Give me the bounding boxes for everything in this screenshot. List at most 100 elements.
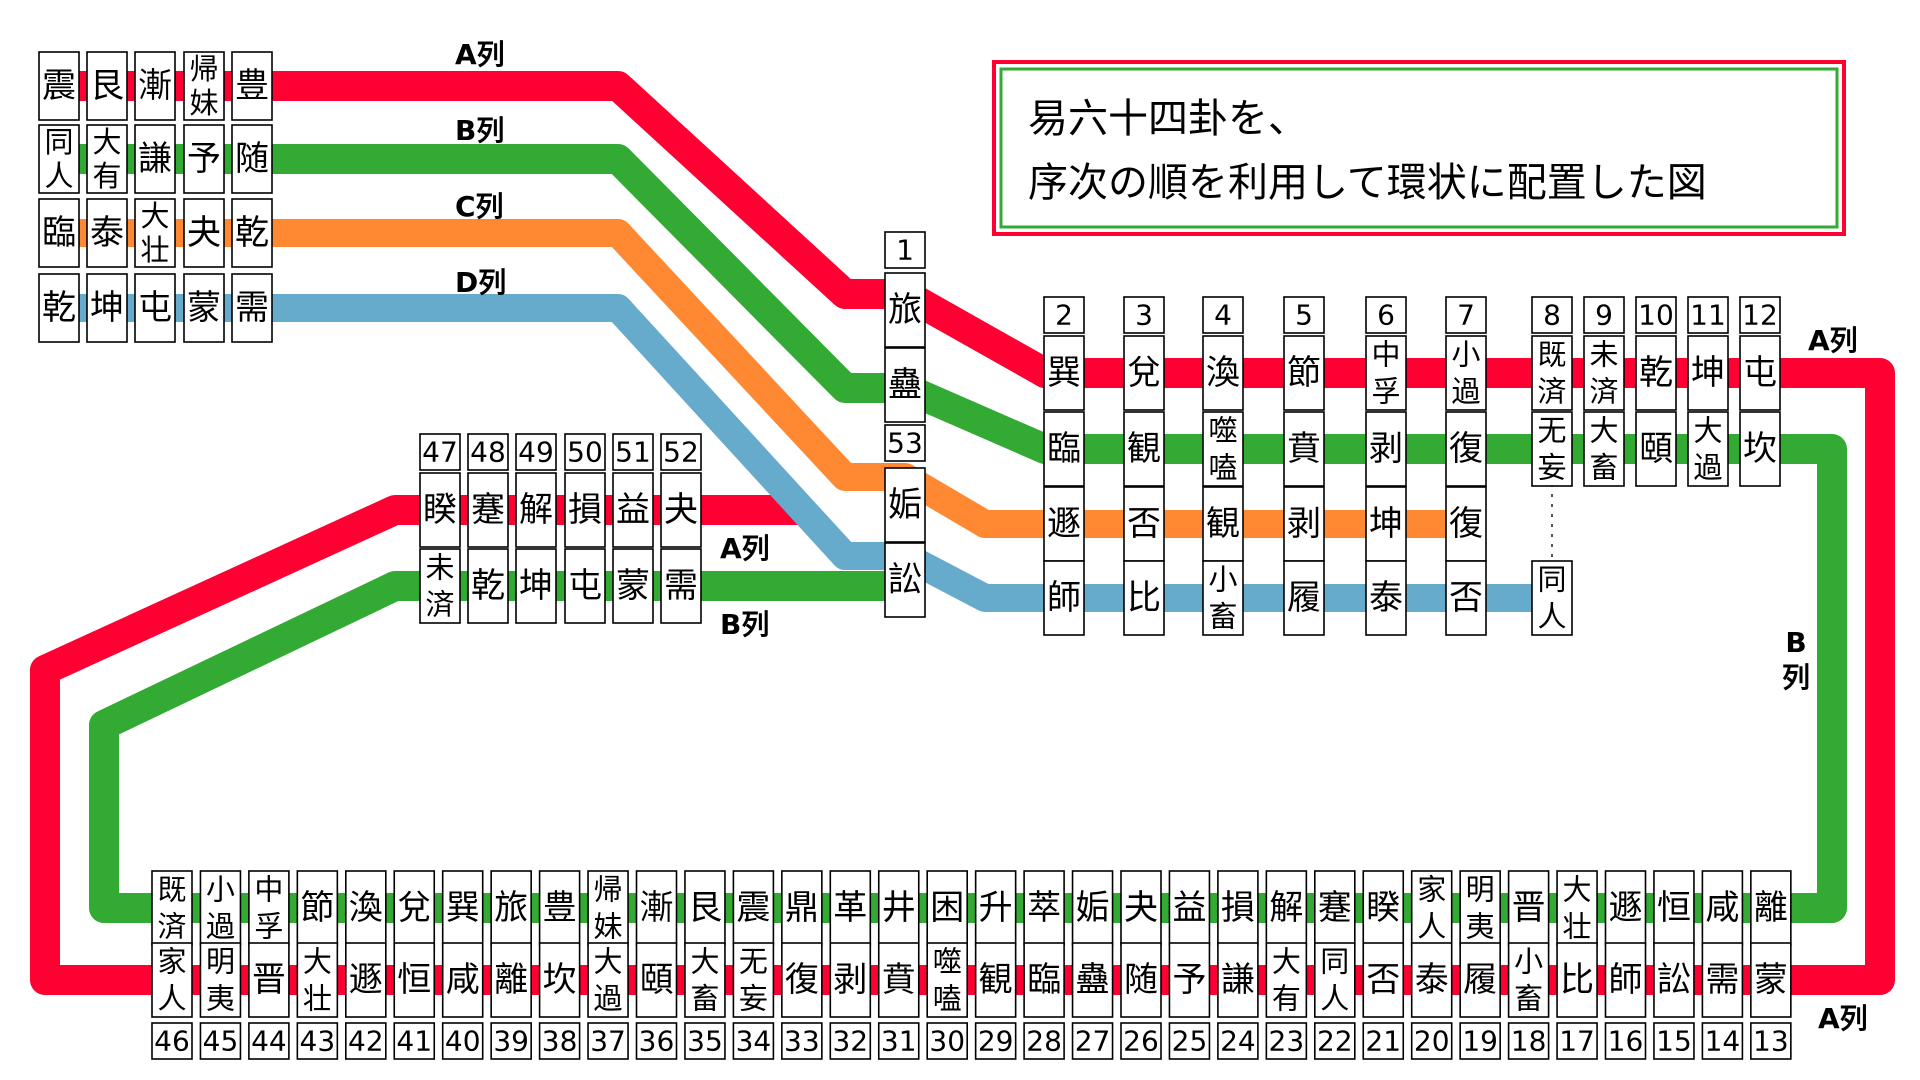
bottom-cell-b xyxy=(1314,870,1356,946)
bottom-cell-a-label: 否 xyxy=(1366,960,1400,1000)
bottom-cell-a xyxy=(344,942,387,1018)
bottom-number-box-label: 23 xyxy=(1269,1025,1305,1058)
top-number-box-label: 7 xyxy=(1457,299,1475,332)
title-line-1: 易六十四卦を、 xyxy=(1028,96,1308,142)
bottom-number-box-label: 24 xyxy=(1220,1025,1256,1058)
bottom-cell-b-label: 漸 xyxy=(640,888,674,928)
bottom-cell-a xyxy=(1217,942,1259,1018)
legend-cell xyxy=(134,124,176,194)
bottom-cell-a xyxy=(1556,942,1598,1018)
mid-cell-a xyxy=(612,472,654,548)
top-cell-d-label: 師 xyxy=(1047,578,1081,618)
legend-cell xyxy=(86,198,128,268)
bottom-cell-a-label: 蠱 xyxy=(1076,960,1110,1000)
top-cell-a xyxy=(1635,335,1677,411)
bottom-number-box-label: 30 xyxy=(929,1025,965,1058)
bottom-number-box xyxy=(1314,1022,1356,1060)
legend-cell xyxy=(38,124,80,194)
bottom-number-box-label: 33 xyxy=(784,1025,820,1058)
mid-cell-b xyxy=(467,548,509,624)
bottom-cell-a xyxy=(151,942,193,1018)
bottom-cell-a xyxy=(635,942,678,1018)
bottom-cell-a xyxy=(1023,942,1065,1018)
top-cell-a xyxy=(1043,335,1085,411)
top-cell-d xyxy=(1123,560,1165,636)
bottom-cell-b-label: 豊 xyxy=(543,888,577,928)
bottom-cell-b xyxy=(1410,870,1453,946)
bottom-cell-a-label: 咸 xyxy=(446,960,480,1000)
legend-cell xyxy=(86,273,128,343)
top-number-box xyxy=(1123,296,1165,334)
top-cell-a-label: 兌 xyxy=(1127,353,1161,393)
top-cell-b xyxy=(1445,411,1487,487)
top-number-box-label: 2 xyxy=(1055,299,1073,332)
legend-cell-label: 大壮 xyxy=(140,199,169,267)
mid-number-box-label: 48 xyxy=(470,436,506,469)
top-number-box xyxy=(1687,296,1729,334)
title-frame-outer xyxy=(992,60,1846,236)
bottom-number-box xyxy=(1168,1022,1211,1060)
mid-number-box xyxy=(660,433,702,471)
legend-cell-label: 豊 xyxy=(235,66,269,106)
bottom-number-box xyxy=(1120,1022,1162,1060)
top-cell-b xyxy=(1365,411,1407,487)
legend-cell xyxy=(86,124,128,194)
bottom-cell-a-label: 離 xyxy=(494,960,528,1000)
legend-cell-label: 泰 xyxy=(90,213,124,253)
legend-cell-label: 坤 xyxy=(90,288,124,328)
bottom-number-box xyxy=(1410,1022,1453,1060)
legend-cell-label: 帰妹 xyxy=(189,52,218,120)
mid-cell-b xyxy=(564,548,606,624)
bottom-cell-a-label: 賁 xyxy=(882,960,916,1000)
top-number-box xyxy=(1583,296,1625,334)
legend-cell xyxy=(183,198,225,268)
bottom-number-box xyxy=(926,1022,969,1060)
top-number-box xyxy=(1531,296,1573,334)
bottom-number-box xyxy=(1459,1022,1501,1060)
bottom-cell-b xyxy=(1459,870,1501,946)
legend-cell xyxy=(183,51,225,121)
bottom-number-box-label: 41 xyxy=(396,1025,432,1058)
bottom-cell-b-label: 睽 xyxy=(1366,888,1400,928)
top-cell-b-label: 剥 xyxy=(1369,429,1403,469)
bottom-cell-b-label: 困 xyxy=(930,888,964,928)
bottom-cell-a xyxy=(974,942,1017,1018)
legend-cell xyxy=(183,124,225,194)
mid-cell-b xyxy=(419,548,461,624)
legend-cell xyxy=(38,198,80,268)
bottom-cell-a-label: 家人 xyxy=(157,945,186,1016)
bottom-cell-b xyxy=(635,870,678,946)
spine-cell-c xyxy=(884,467,926,543)
bottom-cell-a-label: 大有 xyxy=(1272,945,1301,1016)
mid-cell-a-label: 夬 xyxy=(664,490,698,530)
top-number-box xyxy=(1445,296,1487,334)
bottom-cell-b xyxy=(344,870,387,946)
spine-cell-c-label: 姤 xyxy=(888,485,922,525)
top-cell-b-label: 噬嗑 xyxy=(1208,414,1237,485)
top-cell-d xyxy=(1365,560,1407,636)
bottom-number-box xyxy=(1604,1022,1647,1060)
bottom-number-box xyxy=(684,1022,726,1060)
top-cell-d-label: 比 xyxy=(1127,578,1161,618)
bottom-cell-a-label: 謙 xyxy=(1221,960,1255,1000)
label-c-top: C列 xyxy=(455,190,504,223)
bottom-cell-a xyxy=(1071,942,1114,1018)
label-a-bottom: A列 xyxy=(1818,1002,1868,1035)
bottom-number-box-label: 31 xyxy=(881,1025,917,1058)
bottom-number-box xyxy=(1507,1022,1550,1060)
label-a-mid: A列 xyxy=(720,532,770,565)
top-cell-b-label: 大過 xyxy=(1693,414,1722,485)
mid-number-box xyxy=(515,433,557,471)
mid-cell-b-label: 坤 xyxy=(519,566,553,606)
top-cell-d xyxy=(1283,560,1325,636)
legend-cell-label: 需 xyxy=(235,288,269,328)
top-cell-b-label: 坎 xyxy=(1743,429,1777,469)
bottom-cell-a xyxy=(1750,942,1792,1018)
label-a-top: A列 xyxy=(455,38,505,71)
title-panel: 易六十四卦を、序次の順を利用して環状に配置した図 xyxy=(992,60,1846,236)
legend-cell-label: 謙 xyxy=(138,139,172,179)
top-cell-d xyxy=(1043,560,1085,636)
legend-cell xyxy=(231,124,273,194)
bottom-cell-b xyxy=(587,870,629,946)
